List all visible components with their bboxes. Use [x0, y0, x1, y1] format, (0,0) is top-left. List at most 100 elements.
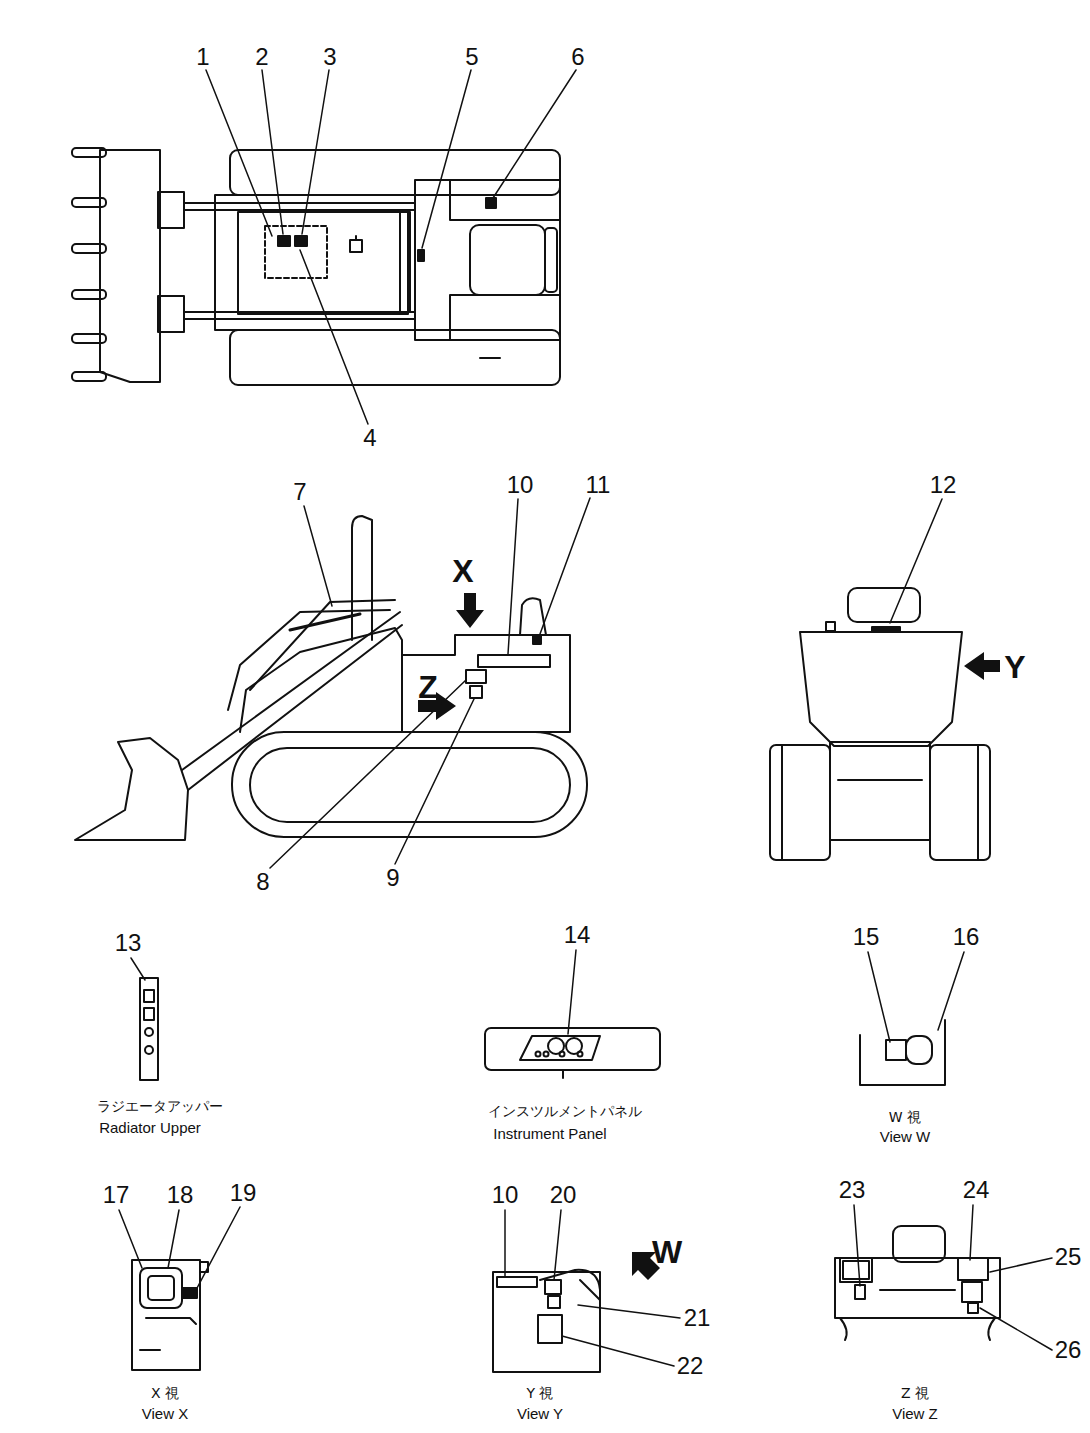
callout-number: 21 — [684, 1305, 711, 1331]
top-view — [470, 225, 545, 295]
top-view — [72, 372, 106, 381]
instrument-panel-view — [562, 1070, 564, 1078]
view-w — [860, 1020, 945, 1085]
leader-line — [493, 70, 576, 198]
leader-line — [854, 1205, 860, 1286]
top-view — [486, 198, 496, 208]
leader-line — [300, 250, 368, 424]
side-view — [228, 610, 390, 710]
leader-line — [504, 1210, 506, 1276]
top-view — [350, 236, 362, 252]
leader-line — [119, 950, 1052, 1366]
callout-number: 9 — [386, 865, 399, 891]
leader-line — [270, 680, 466, 868]
view-w — [906, 1036, 932, 1064]
leader-line — [540, 498, 590, 634]
view-z — [958, 1258, 988, 1280]
callout-number: 25 — [1055, 1244, 1082, 1270]
top-view — [158, 296, 184, 332]
callout-number: 12 — [930, 472, 957, 498]
leader-line — [980, 1308, 1052, 1350]
side-view — [470, 686, 482, 698]
leader-line — [568, 950, 576, 1034]
leader-line — [554, 1210, 561, 1280]
leader-line — [970, 1205, 973, 1260]
callout-number: 10 — [507, 472, 534, 498]
leader-line — [890, 499, 942, 623]
radiator-upper-view — [144, 1008, 154, 1020]
leader-line — [395, 699, 474, 864]
leader-line — [119, 1210, 142, 1268]
leader-line — [206, 70, 272, 236]
callout-number: 11 — [586, 472, 611, 498]
radiator-upper-view — [145, 1046, 153, 1054]
top-view — [100, 150, 160, 382]
view-y — [548, 1296, 560, 1308]
callout-number: 5 — [465, 44, 478, 70]
leader-line — [508, 499, 518, 654]
top-view — [72, 148, 560, 385]
instrument-panel-view — [578, 1052, 583, 1057]
view-caption: View Y — [517, 1406, 563, 1423]
callout-number: 26 — [1055, 1337, 1082, 1363]
leader-line — [302, 70, 329, 234]
leader-line — [304, 506, 332, 606]
rear-view — [838, 779, 922, 781]
view-caption-jp: Z 視 — [901, 1386, 929, 1401]
view-caption-jp: インスツルメントパネル — [488, 1104, 642, 1119]
view-caption: Instrument Panel — [493, 1126, 606, 1143]
view-caption-jp: ラジエータアッパー — [97, 1099, 223, 1114]
view-w — [860, 1020, 945, 1085]
view-x — [183, 1288, 197, 1298]
view-caption: View W — [880, 1129, 931, 1146]
view-letter: Z — [418, 670, 438, 705]
view-x — [132, 1260, 200, 1370]
top-view — [418, 250, 424, 261]
rear-view — [872, 627, 900, 631]
leader-line — [262, 70, 283, 234]
top-view — [230, 330, 560, 385]
callout-number: 7 — [293, 479, 306, 505]
top-view — [400, 212, 410, 312]
leader-line — [270, 498, 590, 868]
top-view — [72, 244, 106, 253]
view-caption-jp: W 視 — [889, 1110, 921, 1125]
callout-number: 10 — [492, 1182, 519, 1208]
radiator-upper-view — [144, 990, 154, 1002]
view-z — [840, 1318, 995, 1340]
top-view — [265, 226, 327, 278]
callout-number: 3 — [323, 44, 336, 70]
callout-number: 16 — [953, 924, 980, 950]
top-view — [415, 180, 560, 340]
view-letter: Y — [1004, 650, 1025, 685]
view-arrow — [964, 652, 1000, 680]
view-y — [493, 1272, 600, 1372]
instrument-panel-view — [485, 1028, 660, 1078]
instrument-panel-view — [536, 1052, 541, 1057]
leader-line — [562, 1336, 674, 1366]
top-view — [295, 236, 307, 246]
rear-view — [977, 745, 979, 860]
rear-view — [770, 745, 830, 860]
callout-number: 24 — [963, 1177, 990, 1203]
view-z — [843, 1261, 869, 1279]
callout-number: 6 — [571, 44, 584, 70]
top-view — [450, 295, 560, 340]
side-view — [290, 614, 360, 630]
side-view — [250, 748, 570, 822]
top-view — [72, 148, 106, 157]
top-view — [184, 311, 415, 313]
side-view — [352, 516, 372, 640]
view-caption-jp: Y 視 — [526, 1386, 553, 1401]
side-view — [75, 738, 188, 840]
rear-view — [781, 745, 783, 860]
rear-view — [800, 632, 962, 746]
callout-number: 20 — [550, 1182, 577, 1208]
view-z — [968, 1303, 978, 1313]
side-view — [75, 516, 587, 840]
callout-number: 14 — [564, 922, 591, 948]
leader-line — [168, 1210, 179, 1268]
